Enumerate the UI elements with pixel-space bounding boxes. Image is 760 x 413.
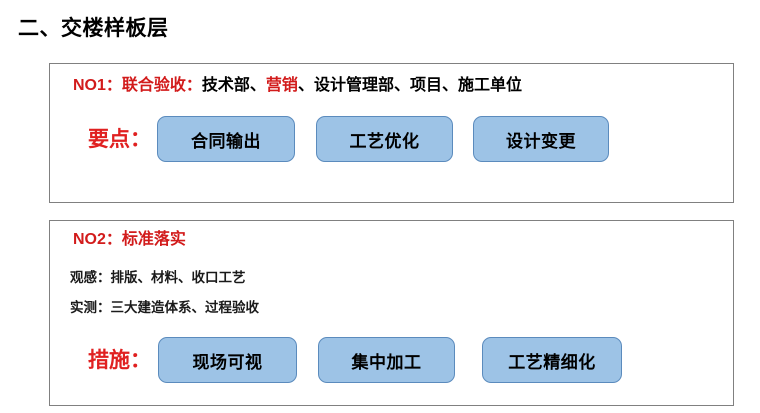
section-no2-body-line-shice: 实测：三大建造体系、过程验收: [70, 300, 259, 315]
no1-heading-segment-0: NO1：联合验收：: [73, 77, 202, 94]
row-label-yaodian: 要点：: [88, 128, 151, 151]
pill-button-xianchangkeshi[interactable]: 现场可视: [158, 337, 297, 383]
section-no2-heading: NO2：标准落实: [73, 232, 186, 248]
pill-button-jizhongjiagong[interactable]: 集中加工: [318, 337, 455, 383]
no1-heading-segment-1: 技术部、: [201, 77, 266, 94]
no1-heading-segment-3: 、设计管理部、项目、施工单位: [297, 77, 522, 94]
pill-button-gongyiyouhua[interactable]: 工艺优化: [316, 116, 453, 162]
no2-heading-segment-0: NO2：标准落实: [73, 231, 186, 248]
section-no1-heading: NO1：联合验收：技术部、营销、设计管理部、项目、施工单位: [73, 78, 522, 94]
no1-heading-segment-2: 营销: [265, 77, 298, 94]
pill-button-hetongshuchu[interactable]: 合同输出: [157, 116, 295, 162]
page-title: 二、交楼样板层: [18, 17, 169, 40]
pill-button-gongyijingxihua[interactable]: 工艺精细化: [482, 337, 622, 383]
row-label-cuoshi: 措施：: [88, 349, 151, 372]
section-no2-body-line-guangan: 观感：排版、材料、收口工艺: [70, 270, 246, 285]
pill-button-shejibiangeng[interactable]: 设计变更: [473, 116, 609, 162]
